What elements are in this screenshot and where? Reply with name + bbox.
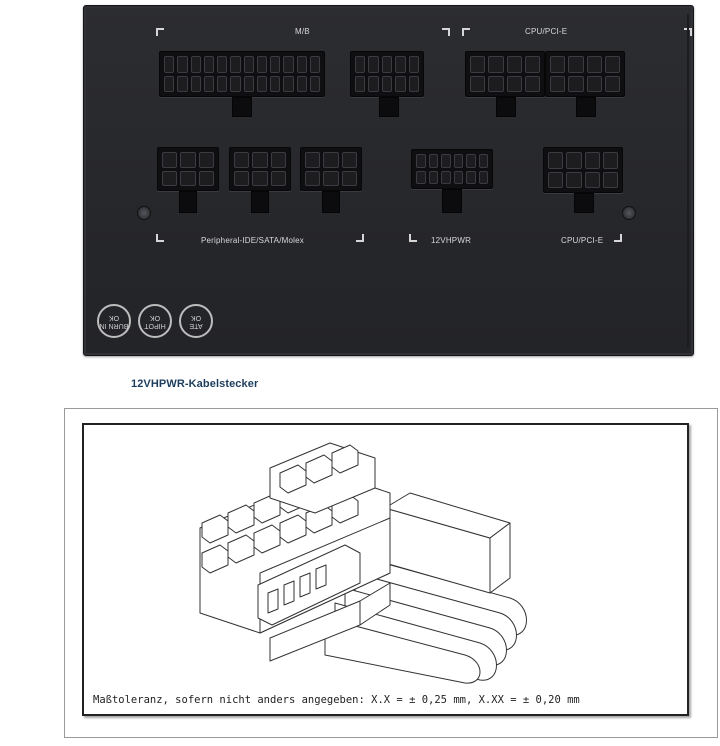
bracket-icon [356, 234, 364, 242]
bracket-icon [442, 28, 450, 36]
label-mb: M/B [295, 27, 310, 36]
latch [379, 97, 399, 117]
cpu-pcie-port-bottom[interactable] [543, 147, 623, 193]
peripheral-port-2[interactable] [229, 147, 291, 191]
bracket-icon [462, 28, 470, 36]
cpu-pcie-port-top-1[interactable] [465, 51, 545, 97]
latch [232, 97, 252, 117]
cpu-pcie-port-top-2[interactable] [545, 51, 625, 97]
latch [576, 97, 596, 117]
label-vhpwr: 12VHPWR [431, 236, 472, 245]
psu-modular-panel: M/B CPU/PCI-E [83, 5, 694, 356]
screw-icon [622, 206, 636, 220]
latch [251, 191, 269, 213]
peripheral-port-3[interactable] [300, 147, 362, 191]
ate-badge: ATE OK [179, 304, 213, 338]
screw-icon [137, 206, 151, 220]
bracket-icon [156, 234, 164, 242]
latch [442, 189, 462, 213]
latch [496, 97, 516, 117]
bracket-icon [156, 28, 164, 36]
bracket-icon [409, 234, 417, 242]
bracket-icon [614, 234, 622, 242]
mb-10pin-port[interactable] [350, 51, 424, 97]
tolerance-note: Maßtoleranz, sofern nicht anders angegeb… [93, 694, 580, 706]
label-peripheral: Peripheral-IDE/SATA/Molex [201, 236, 304, 245]
caption: 12VHPWR-Kabelstecker [131, 378, 259, 390]
latch [179, 191, 197, 213]
latch [322, 191, 340, 213]
burn-in-badge: BURN IN OK [97, 304, 131, 338]
connector-line-drawing [199, 442, 527, 684]
label-cpu-pcie-bottom: CPU/PCI-E [561, 236, 604, 245]
label-cpu-pcie-top: CPU/PCI-E [525, 27, 568, 36]
hipot-badge: HIPOT OK [138, 304, 172, 338]
mb-24pin-port[interactable] [159, 51, 325, 97]
bracket-icon [684, 28, 692, 36]
peripheral-port-1[interactable] [157, 147, 219, 191]
latch [574, 193, 594, 213]
vhpwr-port[interactable] [411, 149, 493, 189]
